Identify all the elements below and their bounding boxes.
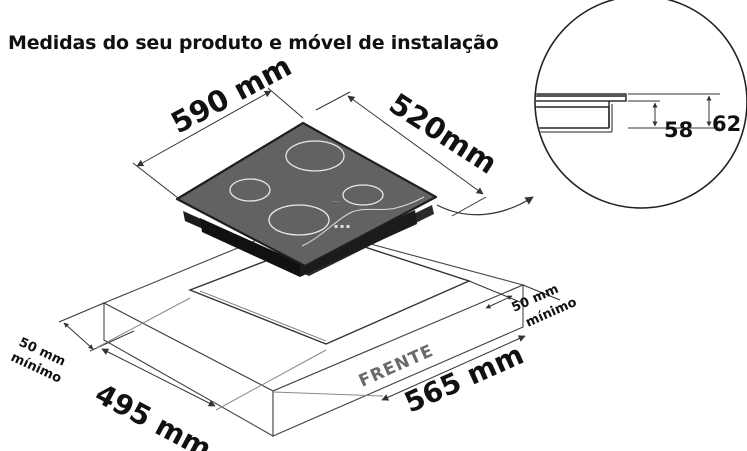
- dim-line-520: [347, 95, 484, 195]
- label-detail-58: 58: [664, 118, 693, 142]
- svg-text:·····: ·····: [332, 199, 340, 205]
- detail-circle: 58 62: [534, 0, 747, 209]
- page-title: Medidas do seu produto e móvel de instal…: [8, 32, 499, 54]
- label-detail-62: 62: [712, 112, 741, 136]
- dim-line-495: [101, 348, 216, 407]
- cabinet-dimension-lines: [58, 280, 561, 411]
- dim-line-50-right: [485, 295, 513, 309]
- control-panel-curve: [301, 196, 425, 247]
- dim-line-565: [381, 335, 526, 401]
- cooktop-glass: [175, 121, 438, 268]
- label-hob-width: 590 mm: [165, 49, 297, 141]
- cooking-zone-front-large: [268, 204, 330, 236]
- touch-controls-icon: ▪ ▪ ▪: [334, 223, 350, 230]
- label-hob-depth: 520mm: [383, 86, 503, 180]
- callout-arrow: [436, 196, 534, 216]
- dim-line-50-left: [63, 322, 94, 350]
- dim-line-590: [136, 90, 272, 167]
- cooking-zone-back-large: [285, 140, 345, 172]
- cooking-zone-left-small: [229, 178, 271, 202]
- cooktop: ····· ▪ ▪ ▪: [175, 121, 438, 277]
